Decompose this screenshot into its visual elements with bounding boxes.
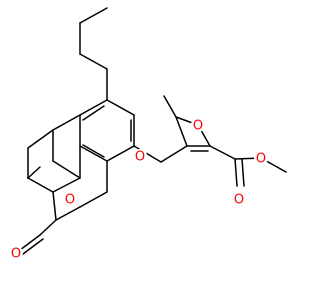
bond-30 [52,191,57,221]
bond-40 [27,129,54,149]
bond-14 [160,145,188,163]
bond-15 [175,116,188,147]
ether-oxygen-atom: O [133,149,147,165]
bond-12 [82,105,105,121]
bond-37 [52,160,81,179]
bond-36 [18,238,44,258]
bond-39 [52,114,81,131]
bond-20 [163,95,177,118]
bond-31 [55,206,81,221]
bond-9 [79,99,108,116]
furan-oxygen-label: O [193,119,203,134]
bond-22 [234,158,238,187]
bond-33 [27,166,41,179]
bond-7 [79,145,108,162]
lactone-carbonyl-oxygen-label: O [11,247,21,262]
bond-2 [79,53,108,70]
bond-23 [241,158,245,187]
furan-oxygen-atom: O [191,118,205,134]
bond-29 [52,177,81,193]
molecule-structure-drawing: O O O O O O [9,7,287,262]
ester-carbonyl-oxygen-atom: O [232,192,246,208]
bond-27 [79,191,108,208]
bond-layer [15,7,287,258]
bond-6 [106,145,135,162]
atom-label-layer: O O O O O O [9,118,268,262]
bond-0 [79,7,108,24]
ether-oxygen-label: O [135,150,145,165]
lactone-carbonyl-oxygen-atom: O [9,246,23,262]
lactone-ring-oxygen-atom: O [63,192,77,208]
ester-carbonyl-oxygen-label: O [234,193,244,208]
ester-methoxy-oxygen-label: O [256,152,266,167]
bond-11 [82,144,105,158]
bond-4 [106,99,135,116]
bond-32 [27,177,54,193]
ester-methoxy-oxygen-atom: O [254,151,268,167]
bond-34 [39,219,57,236]
bond-13 [133,145,162,163]
bond-21 [209,145,236,160]
lactone-ring-oxygen-label: O [65,193,75,208]
